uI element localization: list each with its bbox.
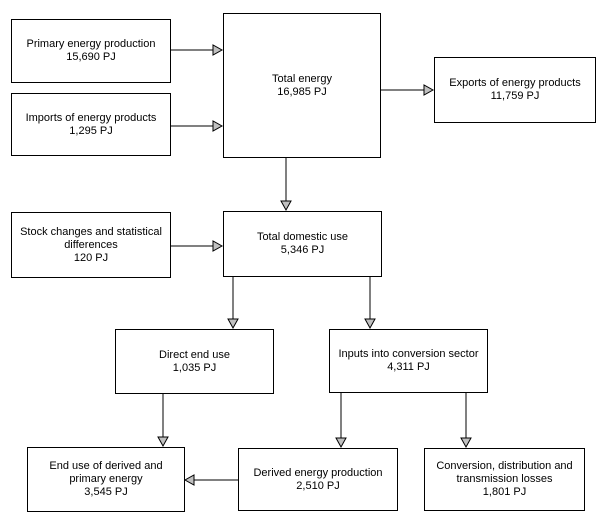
node-direct-end-use: Direct end use 1,035 PJ bbox=[115, 329, 274, 394]
arrowhead-right-icon bbox=[212, 44, 224, 56]
node-stock-changes: Stock changes and statistical difference… bbox=[11, 212, 171, 278]
arrowhead-down-icon bbox=[335, 437, 347, 449]
node-end-use-of-derived-and-primary-energy: End use of derived and primary energy 3,… bbox=[27, 447, 185, 512]
arrowhead-down-icon bbox=[280, 200, 292, 212]
node-total-domestic-use: Total domestic use 5,346 PJ bbox=[223, 211, 382, 277]
arrowhead-right-icon bbox=[423, 84, 435, 96]
node-value: 15,690 PJ bbox=[66, 51, 116, 63]
node-value: 1,801 PJ bbox=[482, 486, 527, 498]
node-imports-of-energy-products: Imports of energy products 1,295 PJ bbox=[11, 93, 171, 156]
node-value: 2,510 PJ bbox=[296, 479, 340, 492]
node-inputs-into-conversion-sector: Inputs into conversion sector 4,311 PJ bbox=[329, 329, 488, 393]
node-label: Direct end use bbox=[159, 348, 230, 361]
arrowhead-down-icon bbox=[364, 318, 376, 330]
node-label: Stock changes and statistical difference… bbox=[20, 225, 162, 251]
node-value: 11,759 PJ bbox=[490, 90, 540, 102]
node-label: End use of derived and primary energy bbox=[49, 460, 163, 485]
node-derived-energy-production: Derived energy production 2,510 PJ bbox=[238, 448, 398, 511]
node-value: 3,545 PJ bbox=[84, 486, 128, 498]
arrowhead-down-icon bbox=[227, 318, 239, 330]
arrowhead-down-icon bbox=[460, 437, 472, 449]
node-conversion-distribution-transmission-losses: Conversion, distribution and transmissio… bbox=[424, 448, 585, 511]
node-label: Imports of energy products bbox=[25, 111, 157, 124]
node-value: 16,985 PJ bbox=[277, 85, 327, 98]
node-value: 1,295 PJ bbox=[69, 124, 113, 137]
node-label: Primary energy production bbox=[26, 38, 156, 50]
arrowhead-right-icon bbox=[212, 240, 224, 252]
node-label: Total domestic use bbox=[256, 231, 349, 243]
node-total-energy: Total energy 16,985 PJ bbox=[223, 13, 381, 158]
node-label: Inputs into conversion sector bbox=[338, 348, 479, 360]
node-label: Total energy bbox=[272, 72, 332, 85]
node-value: 4,311 PJ bbox=[387, 361, 430, 373]
node-label: Derived energy production bbox=[253, 466, 383, 479]
node-label: Exports of energy products bbox=[449, 77, 581, 89]
node-primary-energy-production: Primary energy production 15,690 PJ bbox=[11, 19, 171, 83]
arrowhead-down-icon bbox=[157, 436, 169, 448]
node-label: Conversion, distribution and transmissio… bbox=[436, 460, 573, 485]
node-exports-of-energy-products: Exports of energy products 11,759 PJ bbox=[434, 57, 596, 123]
node-value: 1,035 PJ bbox=[172, 361, 217, 374]
node-value: 5,346 PJ bbox=[280, 244, 325, 256]
arrowhead-right-icon bbox=[212, 120, 224, 132]
arrowhead-left-icon bbox=[183, 474, 195, 486]
node-value: 120 PJ bbox=[73, 251, 109, 264]
